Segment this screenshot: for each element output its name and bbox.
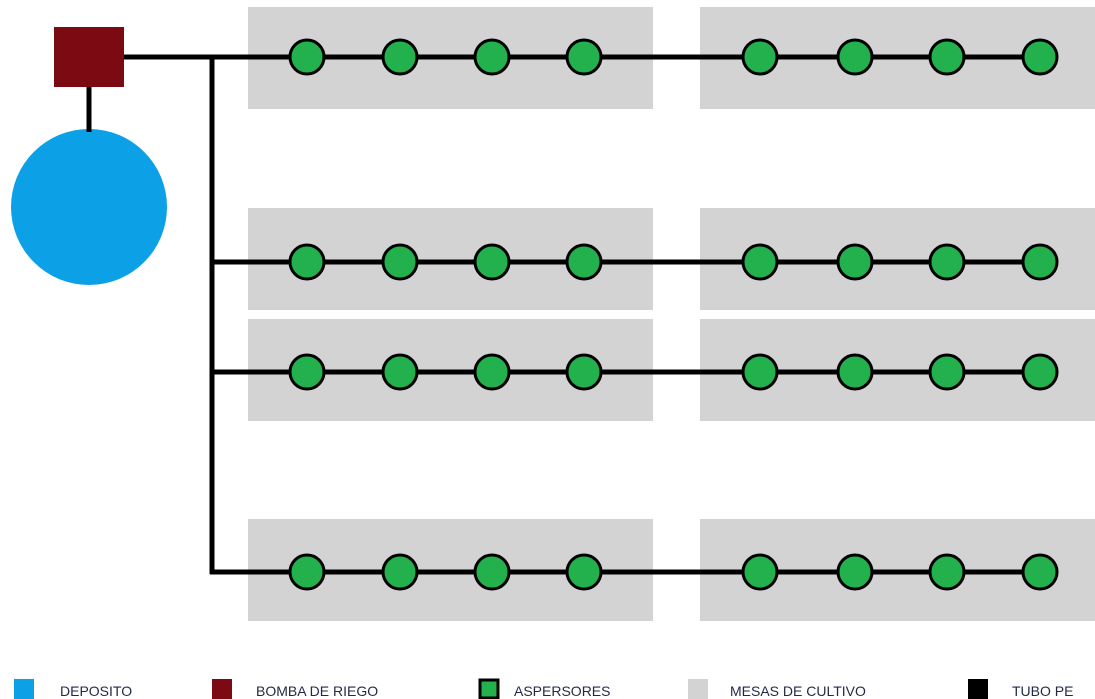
- legend-swatch-tubo: [968, 679, 988, 699]
- aspersor-row4-5: [741, 553, 779, 591]
- aspersor-row1-7: [928, 38, 966, 76]
- aspersores: [288, 38, 1059, 591]
- legend-label-deposito: DEPOSITO: [60, 683, 132, 699]
- aspersor-row3-3: [473, 353, 511, 391]
- aspersor-row3-8: [1021, 353, 1059, 391]
- aspersor-row2-3: [473, 243, 511, 281]
- legend-item-bomba: BOMBA DE RIEGO: [212, 679, 378, 699]
- aspersor-row2-8: [1021, 243, 1059, 281]
- legend-item-deposito: DEPOSITO: [14, 679, 132, 699]
- aspersor-row4-7: [928, 553, 966, 591]
- aspersor-row2-6: [836, 243, 874, 281]
- legend-swatch-deposito: [14, 679, 34, 699]
- tubo-pe-network: [86, 54, 1042, 575]
- aspersor-row1-3: [473, 38, 511, 76]
- aspersor-row4-4: [565, 553, 603, 591]
- legend-item-tubo: TUBO PE: [968, 679, 1073, 699]
- legend: DEPOSITO BOMBA DE RIEGO ASPERSORES MESAS…: [14, 678, 1073, 699]
- aspersor-row3-5: [741, 353, 779, 391]
- aspersor-row2-7: [928, 243, 966, 281]
- legend-item-mesas: MESAS DE CULTIVO: [688, 679, 866, 699]
- aspersor-row4-6: [836, 553, 874, 591]
- aspersor-row3-6: [836, 353, 874, 391]
- aspersor-row2-2: [381, 243, 419, 281]
- aspersor-row4-3: [473, 553, 511, 591]
- deposito-tank: [11, 129, 167, 285]
- legend-label-tubo: TUBO PE: [1012, 683, 1073, 699]
- legend-item-aspersores: ASPERSORES: [478, 678, 610, 699]
- legend-swatch-aspersores: [478, 678, 500, 699]
- aspersor-row2-1: [288, 243, 326, 281]
- aspersor-row1-5: [741, 38, 779, 76]
- aspersor-row1-2: [381, 38, 419, 76]
- legend-label-mesas: MESAS DE CULTIVO: [730, 683, 866, 699]
- aspersor-row1-6: [836, 38, 874, 76]
- aspersor-row3-1: [288, 353, 326, 391]
- legend-label-aspersores: ASPERSORES: [514, 683, 610, 699]
- aspersor-row3-2: [381, 353, 419, 391]
- aspersor-row2-5: [741, 243, 779, 281]
- aspersor-row4-1: [288, 553, 326, 591]
- legend-label-bomba: BOMBA DE RIEGO: [256, 683, 378, 699]
- aspersor-row3-4: [565, 353, 603, 391]
- aspersor-row1-8: [1021, 38, 1059, 76]
- aspersor-row1-4: [565, 38, 603, 76]
- aspersor-row1-1: [288, 38, 326, 76]
- mesas-de-cultivo: [248, 7, 1095, 621]
- aspersor-row2-4: [565, 243, 603, 281]
- legend-swatch-mesas: [688, 679, 708, 699]
- bomba-de-riego: [54, 27, 124, 87]
- aspersor-row4-2: [381, 553, 419, 591]
- aspersor-row3-7: [928, 353, 966, 391]
- legend-swatch-bomba: [212, 679, 232, 699]
- aspersor-row4-8: [1021, 553, 1059, 591]
